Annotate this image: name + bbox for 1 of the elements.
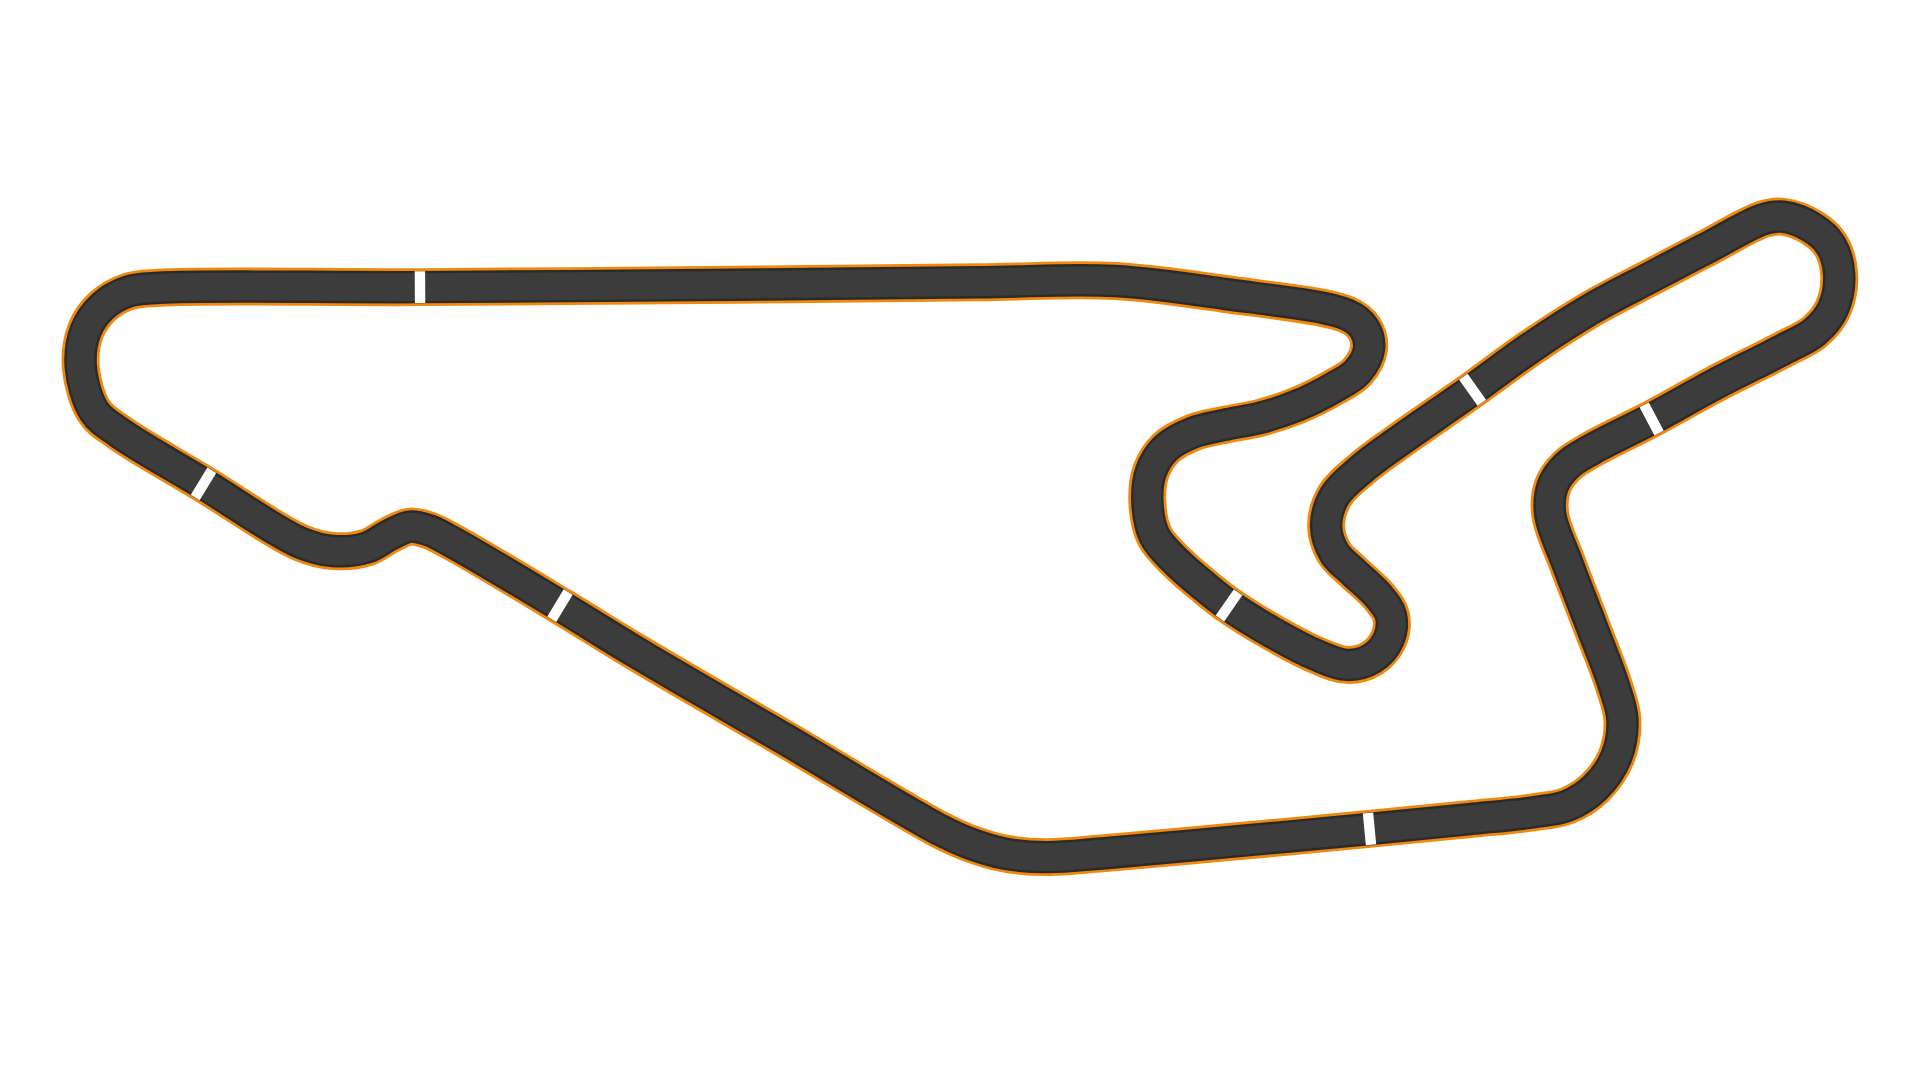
race-track-map [61, 197, 1859, 877]
